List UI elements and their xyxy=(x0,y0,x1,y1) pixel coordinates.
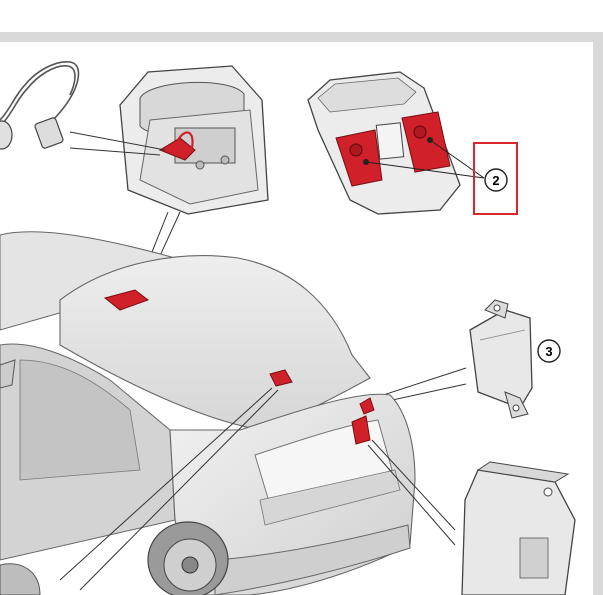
frame-top-bar xyxy=(0,32,603,42)
vehicle-body xyxy=(0,231,416,595)
cable-connector xyxy=(0,117,64,150)
harness-cable xyxy=(0,61,80,126)
overhead-console-assembly xyxy=(119,65,269,215)
control-module-3 xyxy=(469,299,533,419)
callout-3: 3 xyxy=(537,339,561,363)
roof-switch-panel xyxy=(307,71,461,215)
callout-3-label: 3 xyxy=(545,344,552,359)
frame-right-bar xyxy=(593,32,603,595)
leader-lines-vehicle xyxy=(59,387,456,591)
callout-2-label: 2 xyxy=(492,173,499,188)
vehicle-red-components xyxy=(103,289,375,445)
callout-2: 2 xyxy=(484,168,508,192)
callout-2-highlight-box xyxy=(473,142,518,215)
large-control-module xyxy=(461,461,576,595)
